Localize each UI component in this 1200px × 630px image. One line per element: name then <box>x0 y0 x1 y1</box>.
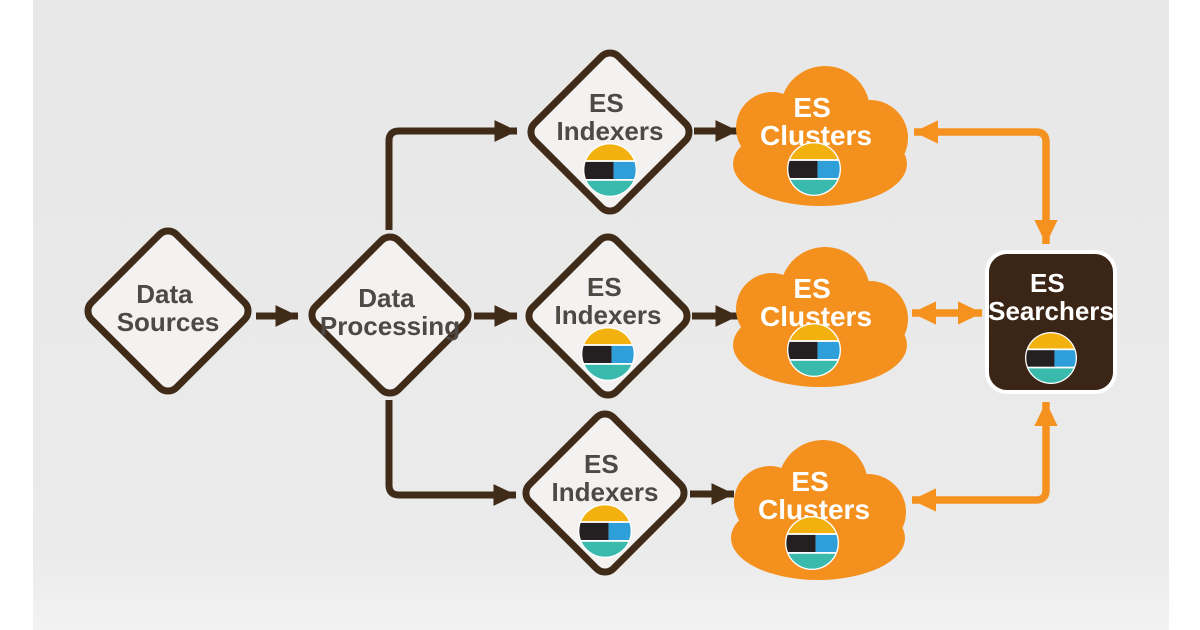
edge-data-processing-to-indexers-bottom <box>385 400 517 506</box>
elasticsearch-logo-icon <box>581 327 635 381</box>
elasticsearch-logo-icon <box>578 504 632 558</box>
node-es-indexers-top: ES Indexers <box>527 49 693 215</box>
es-searchers-label: ES Searchers <box>988 268 1114 326</box>
edge-clusters-top-to-searchers <box>913 120 1058 245</box>
elasticsearch-logo-icon <box>787 142 841 196</box>
node-es-clusters-middle: ES Clusters <box>733 247 908 387</box>
edge-clusters-bottom-to-searchers <box>911 401 1058 512</box>
elasticsearch-logo-icon <box>1025 332 1077 384</box>
es-indexers-bottom-diamond <box>522 410 688 576</box>
node-es-searchers: ES Searchers <box>985 250 1117 394</box>
node-es-indexers-middle: ES Indexers <box>525 233 691 399</box>
es-indexers-bottom-label: ES Indexers <box>552 449 659 507</box>
data-sources-diamond <box>84 227 252 395</box>
elasticsearch-logo-icon <box>787 323 841 377</box>
node-data-processing: Data Processing <box>308 233 472 397</box>
data-sources-label: Data Sources <box>117 279 220 337</box>
edges-orange <box>911 120 1058 512</box>
node-es-indexers-bottom: ES Indexers <box>522 410 688 576</box>
data-processing-diamond <box>308 233 472 397</box>
node-es-clusters-top: ES Clusters <box>733 66 908 206</box>
es-searchers-box <box>985 250 1117 394</box>
elasticsearch-logo-icon <box>785 516 839 570</box>
edges-dark <box>256 120 739 506</box>
node-data-sources: Data Sources <box>84 227 252 395</box>
data-processing-label: Data Processing <box>320 283 460 341</box>
es-clusters-middle-cloud <box>733 247 908 387</box>
es-indexers-top-label: ES Indexers <box>557 88 664 146</box>
es-clusters-bottom-cloud <box>731 440 906 580</box>
elasticsearch-logo-icon <box>583 143 637 197</box>
es-indexers-top-diamond <box>527 49 693 215</box>
es-indexers-middle-diamond <box>525 233 691 399</box>
edge-data-processing-to-indexers-top <box>385 120 518 230</box>
node-es-clusters-bottom: ES Clusters <box>731 440 906 580</box>
es-indexers-middle-label: ES Indexers <box>555 272 662 330</box>
